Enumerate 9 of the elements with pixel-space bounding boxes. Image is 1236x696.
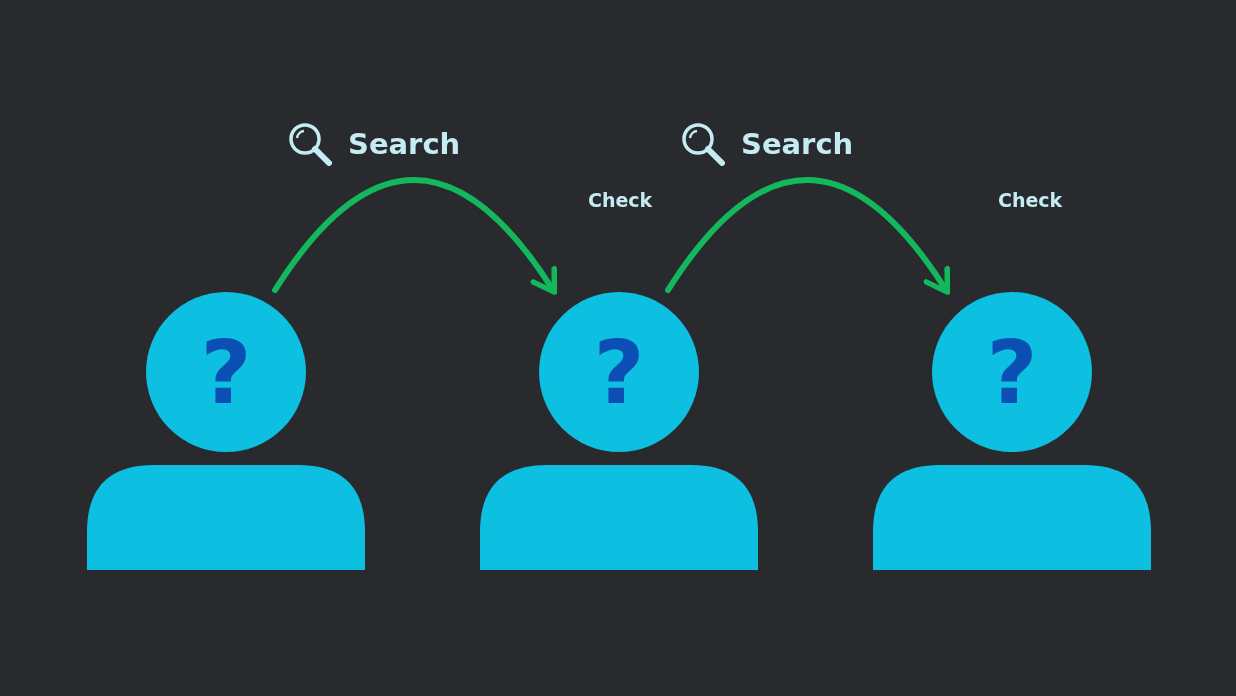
question-mark: ? <box>986 320 1038 426</box>
question-mark: ? <box>593 320 645 426</box>
curved-arrow <box>272 177 558 295</box>
step-label: Check <box>998 189 1063 211</box>
edge-label: Search <box>348 127 461 161</box>
step-label: Check <box>588 189 653 211</box>
curved-arrow <box>665 177 951 295</box>
question-mark: ? <box>200 320 252 426</box>
edge-label: Search <box>741 127 854 161</box>
